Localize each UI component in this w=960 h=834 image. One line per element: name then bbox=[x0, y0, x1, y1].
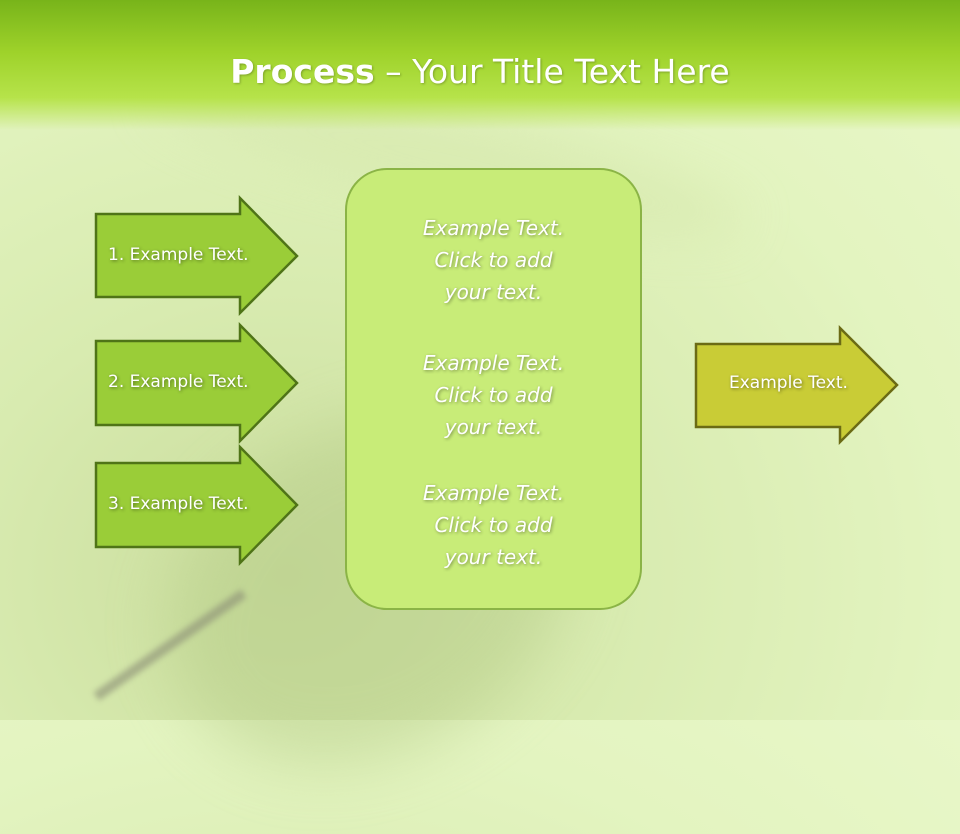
slide-title[interactable]: Process – Your Title Text Here bbox=[0, 52, 960, 91]
center-text-item-3: Example Text. Click to add your text. bbox=[345, 477, 642, 573]
title-rest: – Your Title Text Here bbox=[374, 52, 730, 91]
center-text-item-1: Example Text. Click to add your text. bbox=[345, 212, 642, 308]
center-text-item-2: Example Text. Click to add your text. bbox=[345, 347, 642, 443]
left-arrow-2-label: 2. Example Text. bbox=[108, 372, 249, 392]
line: Click to add bbox=[434, 248, 553, 272]
line: Click to add bbox=[434, 513, 553, 537]
line: your text. bbox=[444, 545, 543, 569]
line: Click to add bbox=[434, 383, 553, 407]
line: Example Text. bbox=[422, 216, 565, 240]
title-bar bbox=[0, 0, 960, 130]
arrow-shapes bbox=[94, 194, 899, 567]
line: your text. bbox=[444, 280, 543, 304]
left-arrow-3-label: 3. Example Text. bbox=[108, 494, 249, 514]
line: your text. bbox=[444, 415, 543, 439]
center-text-box[interactable] bbox=[345, 168, 642, 610]
title-bold: Process bbox=[230, 52, 375, 91]
line: Example Text. bbox=[422, 351, 565, 375]
left-arrow-2[interactable] bbox=[94, 321, 299, 445]
right-arrow-label: Example Text. bbox=[729, 373, 848, 393]
right-arrow[interactable] bbox=[694, 324, 899, 446]
left-arrow-1[interactable] bbox=[94, 194, 299, 317]
line: Example Text. bbox=[422, 481, 565, 505]
left-arrow-3[interactable] bbox=[94, 443, 299, 567]
left-arrow-1-label: 1. Example Text. bbox=[108, 245, 249, 265]
